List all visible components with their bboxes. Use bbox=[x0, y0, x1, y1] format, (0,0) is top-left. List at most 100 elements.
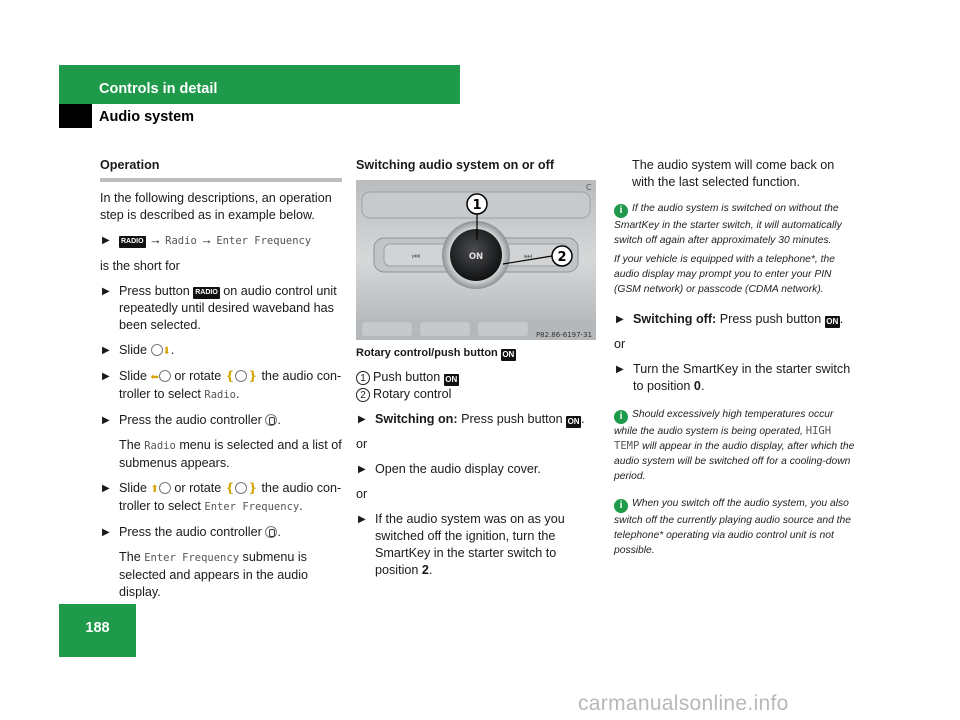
step-text: the audio con- troller to select bbox=[119, 369, 342, 401]
step-press-radio: ▶ Press button RADIO on audio control un… bbox=[100, 283, 342, 334]
step-text: Slide bbox=[119, 343, 148, 357]
slide-left-arrow-icon: ⬅ bbox=[150, 372, 159, 383]
continued-text: The audio system will come back on with … bbox=[632, 158, 835, 189]
step-text: Turn the SmartKey in the starter switch … bbox=[633, 362, 851, 393]
info-icon: i bbox=[614, 204, 628, 218]
controller-icon bbox=[158, 370, 171, 382]
on-key-icon: ON bbox=[824, 316, 840, 328]
svg-text:⏭: ⏭ bbox=[524, 252, 532, 262]
bullet-arrow-icon: ▶ bbox=[102, 415, 110, 426]
step-text: If the audio system was on as you switch… bbox=[375, 512, 565, 577]
watermark: carmanualsonline.info bbox=[578, 692, 789, 715]
note-radio-menu: The Radio menu is selected and a list of… bbox=[100, 437, 342, 472]
rotate-icon: ❴ bbox=[224, 481, 236, 495]
bullet-arrow-icon: ▶ bbox=[102, 371, 110, 382]
page-number-box bbox=[59, 604, 136, 657]
step-text: or rotate bbox=[174, 369, 222, 383]
step-ignition: ▶ If the audio system was on as you swit… bbox=[358, 512, 565, 577]
bullet-arrow-icon: ▶ bbox=[358, 514, 366, 525]
controller-icon bbox=[150, 344, 163, 356]
photo-ref: P82.86-6197-31 bbox=[536, 331, 592, 339]
step-label: Switching on: bbox=[375, 412, 458, 426]
bullet-arrow-icon: ▶ bbox=[102, 345, 110, 356]
rotate-icon: ❵ bbox=[247, 369, 258, 383]
step-switching-off: ▶ Switching off: Press push button ON. bbox=[616, 312, 844, 328]
step-text: Press the audio controller bbox=[119, 525, 262, 539]
rotate-icon: ❵ bbox=[247, 481, 258, 495]
photo-corner-label: C bbox=[586, 183, 592, 192]
short-for-text: is the short for bbox=[100, 259, 180, 273]
legend-num: 2 bbox=[356, 388, 370, 402]
legend-text: Rotary control bbox=[373, 387, 452, 401]
legend-num: 1 bbox=[356, 371, 370, 385]
knob-on-label: ON bbox=[469, 252, 483, 262]
column-switching: Switching audio system on or off ⏮ ⏭ ON bbox=[356, 157, 596, 587]
bullet-arrow-icon: ▶ bbox=[102, 527, 110, 538]
press-controller-icon bbox=[265, 414, 278, 426]
or-text: or bbox=[356, 487, 368, 501]
header-bar bbox=[59, 65, 460, 104]
heading-rule bbox=[100, 178, 342, 182]
step-text: Slide bbox=[119, 369, 148, 383]
arrow-glyph: → bbox=[149, 233, 162, 247]
radio-key-icon: RADIO bbox=[193, 287, 220, 299]
step-turn-key: ▶ Turn the SmartKey in the starter switc… bbox=[616, 362, 851, 393]
column-operation: Operation In the following descriptions,… bbox=[100, 157, 342, 609]
step-text: Press push button bbox=[461, 412, 563, 426]
operation-heading: Operation bbox=[100, 158, 160, 172]
note-text: The bbox=[119, 550, 141, 564]
menu-item-enter-frequency: Enter Frequency bbox=[216, 235, 312, 247]
position-value: 2 bbox=[421, 563, 429, 577]
bullet-arrow-icon: ▶ bbox=[616, 364, 624, 375]
page-number: 188 bbox=[85, 620, 110, 636]
caption-text: Rotary control/push button bbox=[356, 347, 498, 359]
on-key-icon: ON bbox=[500, 349, 516, 361]
high-temp-display-text: HIGH TEMP bbox=[614, 425, 832, 452]
controller-icon bbox=[235, 370, 248, 382]
arrow-glyph: → bbox=[200, 233, 213, 247]
info-text: will appear in the audio display, after … bbox=[614, 441, 855, 482]
step-label: Switching off: bbox=[633, 312, 717, 326]
note-text: The bbox=[119, 438, 141, 452]
press-controller-icon bbox=[265, 526, 278, 538]
slide-up-arrow-icon: ⬆ bbox=[150, 484, 159, 495]
photo-caption: Rotary control/push button ON bbox=[356, 345, 596, 362]
step-text: Press push button bbox=[719, 312, 822, 326]
column-continued: The audio system will come back on with … bbox=[614, 157, 858, 566]
menu-item-enter-frequency: Enter Frequency bbox=[144, 552, 240, 564]
bullet-arrow-icon: ▶ bbox=[616, 314, 624, 325]
note-frequency-submenu: The Enter Frequency submenu is selected … bbox=[100, 549, 342, 601]
step-text: the audio con- troller to select bbox=[119, 481, 342, 513]
on-key-icon: ON bbox=[566, 416, 582, 428]
note-text: submenu is selected and appears in the a… bbox=[119, 550, 309, 599]
menu-item-radio: Radio bbox=[165, 235, 197, 247]
step-text: Press the audio controller bbox=[119, 413, 262, 427]
step-press-controller: ▶ Press the audio controller . bbox=[102, 413, 281, 427]
header-accent-block bbox=[59, 104, 92, 128]
bullet-arrow-icon: ▶ bbox=[102, 286, 110, 297]
step-switching-on: ▶ Switching on: Press push button ON. bbox=[358, 412, 585, 428]
callout-1: 1 bbox=[472, 198, 481, 213]
step-open-cover: ▶ Open the audio display cover. bbox=[356, 461, 596, 478]
callout-2: 2 bbox=[557, 250, 566, 265]
step-text: Open the audio display cover. bbox=[375, 462, 541, 476]
bullet-arrow-icon: ▶ bbox=[358, 464, 366, 475]
step-press-controller: ▶ Press the audio controller . bbox=[102, 525, 281, 539]
menu-item-enter-frequency: Enter Frequency bbox=[204, 501, 300, 513]
controller-icon bbox=[158, 482, 171, 494]
step-text: Press button bbox=[119, 284, 190, 298]
step-text: or rotate bbox=[174, 481, 222, 495]
rotate-icon: ❴ bbox=[224, 369, 236, 383]
step-slide-select-radio: ▶ Slide ⬅ or rotate ❴ ❵ the audio con- tr… bbox=[102, 369, 342, 401]
audio-control-photo: ⏮ ⏭ ON 1 2 C P82.86-6197-31 bbox=[356, 180, 596, 340]
bullet-arrow-icon: ▶ bbox=[102, 235, 110, 246]
bullet-arrow-icon: ▶ bbox=[358, 414, 366, 425]
legend-text: Push button bbox=[373, 370, 441, 384]
menu-item-radio: Radio bbox=[144, 440, 176, 452]
controller-icon bbox=[235, 482, 248, 494]
